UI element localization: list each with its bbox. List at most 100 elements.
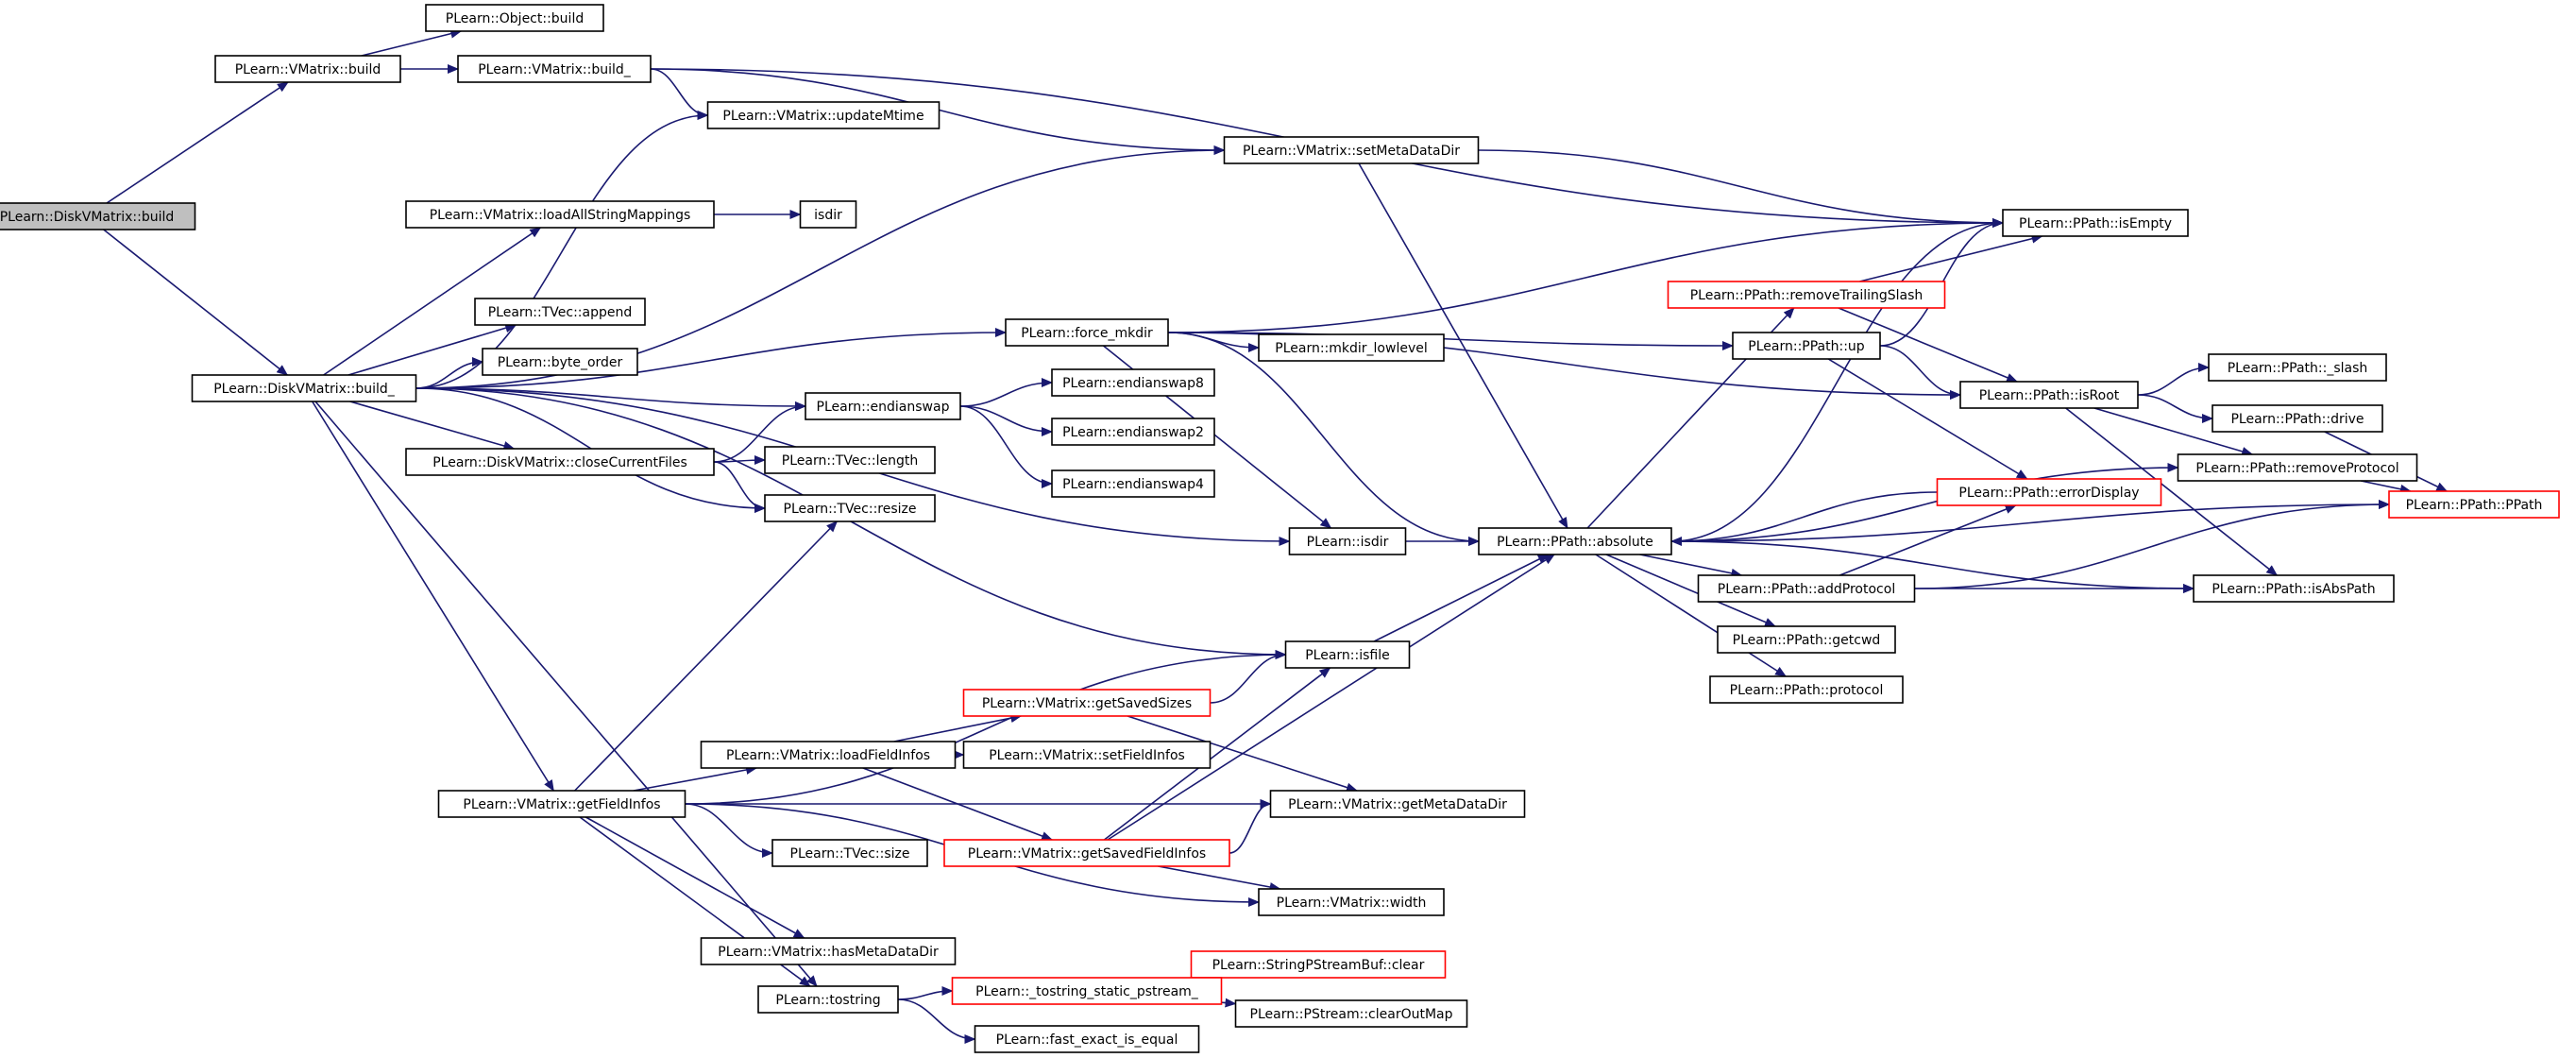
node-label: PLearn::tostring bbox=[775, 993, 880, 1008]
node-ppath-isabspath[interactable]: PLearn::PPath::isAbsPath bbox=[2193, 574, 2395, 603]
node-label: PLearn::VMatrix::getSavedSizes bbox=[982, 696, 1192, 711]
node-hasmetadatadir[interactable]: PLearn::VMatrix::hasMetaDataDir bbox=[700, 937, 957, 965]
node-endianswap4[interactable]: PLearn::endianswap4 bbox=[1051, 469, 1215, 498]
node-box bbox=[962, 689, 1212, 717]
edge-getsavedsizes-to-plearn_isfile bbox=[1210, 650, 1287, 704]
edge-getsavedfieldinfos-to-getmetadatadir bbox=[1229, 799, 1272, 854]
node-tostring-static-pstream[interactable]: PLearn::_tostring_static_pstream_ bbox=[951, 977, 1223, 1005]
node-label: PLearn::VMatrix::setMetaDataDir bbox=[1243, 144, 1460, 159]
node-ppath-isempty[interactable]: PLearn::PPath::isEmpty bbox=[2002, 209, 2189, 237]
node-ppath-addprotocol[interactable]: PLearn::PPath::addProtocol bbox=[1697, 574, 1916, 603]
node-label: PLearn::endianswap bbox=[817, 400, 950, 415]
node-getfieldinfos[interactable]: PLearn::VMatrix::getFieldInfos bbox=[437, 790, 686, 818]
node-box bbox=[771, 839, 928, 867]
node-endianswap8[interactable]: PLearn::endianswap8 bbox=[1051, 368, 1215, 397]
edge-ppath_absolute-to-ppath_protocol bbox=[1595, 554, 1787, 677]
edge-ppath_absolute-to-ppath_removeprotocol bbox=[1670, 463, 2179, 542]
node-ppath-isroot[interactable]: PLearn::PPath::isRoot bbox=[1959, 381, 2139, 409]
node-box bbox=[405, 200, 715, 229]
node-box bbox=[2388, 490, 2560, 519]
node-label: PLearn::VMatrix::setFieldInfos bbox=[989, 748, 1185, 763]
node-label: PLearn::TVec::length bbox=[782, 453, 918, 469]
node-endianswap[interactable]: PLearn::endianswap bbox=[805, 392, 961, 420]
node-tostring[interactable]: PLearn::tostring bbox=[757, 985, 899, 1014]
node-vmatrix-build[interactable]: PLearn::VMatrix::build bbox=[214, 55, 401, 83]
edge-getfieldinfos-to-plearn_isfile bbox=[685, 650, 1287, 805]
node-setfieldinfos[interactable]: PLearn::VMatrix::setFieldInfos bbox=[962, 741, 1212, 769]
node-ppath-absolute[interactable]: PLearn::PPath::absolute bbox=[1478, 527, 1672, 555]
edge-vmatrix_build_-to-updatemtime bbox=[650, 68, 709, 120]
edge-tostring-to-tostring_static_pstream bbox=[897, 986, 954, 1000]
node-label: PLearn::DiskVMatrix::build_ bbox=[213, 382, 396, 397]
node-vmatrix-build-[interactable]: PLearn::VMatrix::build_ bbox=[457, 55, 652, 83]
node-box bbox=[1959, 381, 2139, 409]
node-updatemtime[interactable]: PLearn::VMatrix::updateMtime bbox=[706, 101, 941, 129]
node-ppath-protocol[interactable]: PLearn::PPath::protocol bbox=[1709, 675, 1904, 704]
edge-diskvmatrix_build_-to-closecurrentfiles bbox=[349, 401, 516, 451]
node-box bbox=[757, 985, 899, 1014]
node-ppath-drive[interactable]: PLearn::PPath::drive bbox=[2212, 404, 2383, 433]
edge-diskvmatrix_build_-to-tvec_append bbox=[347, 323, 517, 376]
node-tvec-size[interactable]: PLearn::TVec::size bbox=[771, 839, 928, 867]
node-fast-exact-is-equal[interactable]: PLearn::fast_exact_is_equal bbox=[974, 1025, 1200, 1053]
node-label: PLearn::PPath::up bbox=[1748, 339, 1865, 354]
node-label: PLearn::byte_order bbox=[498, 355, 623, 370]
node-label: PLearn::endianswap4 bbox=[1062, 477, 1204, 492]
node-getsavedsizes[interactable]: PLearn::VMatrix::getSavedSizes bbox=[962, 689, 1212, 717]
node-ppath-up[interactable]: PLearn::PPath::up bbox=[1732, 332, 1881, 360]
node-box bbox=[1284, 640, 1411, 669]
node-label: PLearn::PPath::isEmpty bbox=[2019, 216, 2172, 231]
edge-closecurrentfiles-to-tvec_resize bbox=[713, 461, 766, 513]
edge-ppath_removeprotocol-to-ppath_ppath bbox=[2360, 480, 2412, 494]
node-tvec-append[interactable]: PLearn::TVec::append bbox=[474, 298, 646, 326]
node-box bbox=[951, 977, 1223, 1005]
node-box bbox=[1258, 333, 1445, 362]
edge-ppath_absolute-to-ppath_isempty bbox=[1670, 218, 2004, 542]
node-label: PLearn::DiskVMatrix::build bbox=[0, 210, 174, 225]
node-mkdir-lowlevel[interactable]: PLearn::mkdir_lowlevel bbox=[1258, 333, 1445, 362]
node-getsavedfieldinfos[interactable]: PLearn::VMatrix::getSavedFieldInfos bbox=[943, 839, 1230, 867]
node-box bbox=[1051, 469, 1215, 498]
node-diskvmatrix-build[interactable]: PLearn::DiskVMatrix::build bbox=[0, 202, 196, 230]
node-box bbox=[2208, 353, 2387, 382]
node-ppath-ppath[interactable]: PLearn::PPath::PPath bbox=[2388, 490, 2560, 519]
node-loadallstringmappings[interactable]: PLearn::VMatrix::loadAllStringMappings bbox=[405, 200, 715, 229]
node-tvec-length[interactable]: PLearn::TVec::length bbox=[764, 446, 936, 474]
node-closecurrentfiles[interactable]: PLearn::DiskVMatrix::closeCurrentFiles bbox=[405, 448, 715, 476]
node-plearn-isdir[interactable]: PLearn::isdir bbox=[1288, 527, 1407, 555]
node-ppath-errordisplay[interactable]: PLearn::PPath::errorDisplay bbox=[1936, 478, 2162, 506]
edge-getfieldinfos-to-hasmetadatadir bbox=[585, 816, 805, 939]
node-box bbox=[2212, 404, 2383, 433]
node-ppath-removeprotocol[interactable]: PLearn::PPath::removeProtocol bbox=[2177, 453, 2418, 482]
node-removetrailingslash[interactable]: PLearn::PPath::removeTrailingSlash bbox=[1667, 281, 1946, 309]
node-box bbox=[191, 374, 417, 402]
node-label: PLearn::VMatrix::width bbox=[1277, 896, 1427, 911]
node-force-mkdir[interactable]: PLearn::force_mkdir bbox=[1005, 318, 1169, 347]
node-endianswap2[interactable]: PLearn::endianswap2 bbox=[1051, 418, 1215, 446]
node-label: PLearn::PPath::absolute bbox=[1497, 535, 1653, 550]
node-label: PLearn::VMatrix::loadAllStringMappings bbox=[430, 208, 691, 223]
node-setmetadatadir[interactable]: PLearn::VMatrix::setMetaDataDir bbox=[1223, 136, 1480, 164]
node-box bbox=[437, 790, 686, 818]
node-stringpstreambuf-clear[interactable]: PLearn::StringPStreamBuf::clear bbox=[1190, 950, 1447, 979]
node-diskvmatrix-build-[interactable]: PLearn::DiskVMatrix::build_ bbox=[191, 374, 417, 402]
node-box bbox=[1269, 790, 1526, 818]
node-box bbox=[474, 298, 646, 326]
node-tvec-resize[interactable]: PLearn::TVec::resize bbox=[764, 494, 936, 522]
node-object-build[interactable]: PLearn::Object::build bbox=[425, 4, 604, 32]
node-box bbox=[2002, 209, 2189, 237]
edge-vmatrix_build-to-object_build bbox=[361, 28, 463, 57]
node-getmetadatadir[interactable]: PLearn::VMatrix::getMetaDataDir bbox=[1269, 790, 1526, 818]
edge-ppath_isroot-to-ppath_isabspath bbox=[2065, 407, 2279, 576]
node-ppath-getcwd[interactable]: PLearn::PPath::getcwd bbox=[1717, 625, 1896, 654]
node-loadfieldinfos[interactable]: PLearn::VMatrix::loadFieldInfos bbox=[700, 741, 957, 769]
node-byte-order[interactable]: PLearn::byte_order bbox=[482, 348, 638, 376]
node-isdir-plain[interactable]: isdir bbox=[799, 200, 857, 229]
node-label: PLearn::PStream::clearOutMap bbox=[1250, 1007, 1453, 1022]
node-box bbox=[700, 937, 957, 965]
edge-diskvmatrix_build_-to-force_mkdir bbox=[415, 328, 1007, 389]
node-pstream-clearoutmap[interactable]: PLearn::PStream::clearOutMap bbox=[1234, 999, 1468, 1028]
node-ppath-slash[interactable]: PLearn::PPath::_slash bbox=[2208, 353, 2387, 382]
node-plearn-isfile[interactable]: PLearn::isfile bbox=[1284, 640, 1411, 669]
node-vmatrix-width[interactable]: PLearn::VMatrix::width bbox=[1258, 888, 1445, 916]
